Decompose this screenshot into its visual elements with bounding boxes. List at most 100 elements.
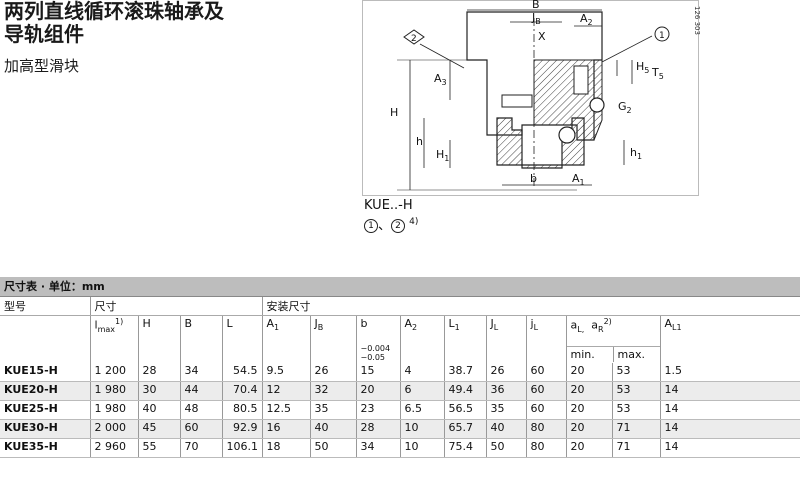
cell-L: 70.4 — [221, 381, 262, 401]
col-b-tolerance-upper: −0.004 — [360, 344, 391, 353]
cell-amax: 71 — [611, 438, 660, 458]
cell-AL1: 14 — [659, 438, 800, 458]
cell-A1: 16 — [261, 419, 310, 439]
cell-JL: 26 — [485, 363, 526, 382]
callout-1-leader — [601, 35, 653, 63]
group-dim-header: 尺寸 — [89, 296, 262, 316]
caption-callout-1: 1 — [364, 218, 378, 233]
ball-circle — [558, 126, 576, 144]
cell-H: 28 — [137, 363, 180, 382]
cell-A2: 6 — [399, 381, 444, 401]
cell-AL1: 14 — [659, 419, 800, 439]
cell-model: KUE35-H — [0, 438, 90, 458]
cell-JL: 35 — [485, 400, 526, 420]
label-T5: T5 — [651, 66, 664, 81]
col-aLaR-header: aL, aR2) min. max. — [565, 315, 660, 363]
dimension-table-wrap: 尺寸表 · 单位：mm 型号 尺寸 安装尺寸 lmax1) H B L A1 J… — [0, 277, 800, 458]
cell-B: 60 — [179, 419, 222, 439]
cell-L: 54.5 — [221, 363, 262, 382]
label-X: X — [538, 30, 546, 43]
label-G2: G2 — [618, 100, 632, 115]
cell-A2: 6.5 — [399, 400, 444, 420]
cell-amax: 53 — [611, 381, 660, 401]
cell-AL1: 14 — [659, 381, 800, 401]
cell-L: 92.9 — [221, 419, 262, 439]
cell-amax: 53 — [611, 363, 660, 382]
page-title: 两列直线循环滚珠轴承及 导轨组件 — [4, 0, 224, 46]
label-H5: H5 — [636, 60, 649, 75]
cell-H: 45 — [137, 419, 180, 439]
cell-b: 20 — [355, 381, 400, 401]
cell-amin: 20 — [565, 438, 612, 458]
ball-circle-2 — [589, 97, 605, 113]
col-AL1-header: AL1 — [659, 315, 800, 363]
caption-separator: 、 — [378, 218, 392, 234]
cell-lmax: 2 960 — [89, 438, 138, 458]
col-A2-header: A2 — [399, 315, 444, 363]
table-title-row: 尺寸表 · 单位：mm — [0, 277, 800, 297]
label-h1: h1 — [630, 146, 642, 161]
label-A1: A1 — [572, 172, 585, 187]
cell-jL: 60 — [525, 363, 566, 382]
cell-A2: 4 — [399, 363, 444, 382]
callout-1-number: 1 — [659, 31, 665, 41]
cell-JL: 40 — [485, 419, 526, 439]
col-model-header: 型号 — [0, 296, 90, 316]
drawing-caption: KUE..-H 1、2 4) — [364, 197, 418, 234]
cell-L1: 75.4 — [443, 438, 486, 458]
cell-jL: 80 — [525, 419, 566, 439]
cell-JB: 35 — [309, 400, 356, 420]
cell-b: 15 — [355, 363, 400, 382]
cell-B: 34 — [179, 363, 222, 382]
col-JB-header: JB — [309, 315, 356, 363]
cell-model: KUE15-H — [0, 363, 90, 382]
table-group-row: 型号 尺寸 安装尺寸 — [0, 296, 800, 316]
tapped-hole — [573, 65, 589, 95]
cross-section-drawing: B JB A2 X H5 T5 A3 H h H1 G2 h1 b A1 2 1… — [362, 0, 701, 196]
caption-callout-2: 2 — [391, 218, 406, 233]
dimension-table: 尺寸表 · 单位：mm 型号 尺寸 安装尺寸 lmax1) H B L A1 J… — [0, 277, 800, 458]
cell-amax: 53 — [611, 400, 660, 420]
cell-L: 106.1 — [221, 438, 262, 458]
title-line-1: 两列直线循环滚珠轴承及 — [4, 0, 224, 23]
page-subtitle: 加高型滑块 — [4, 57, 80, 75]
cell-model: KUE30-H — [0, 419, 90, 439]
cell-model: KUE25-H — [0, 400, 90, 420]
cell-L: 80.5 — [221, 400, 262, 420]
callout-2-leader — [419, 43, 465, 69]
col-L1-header: L1 — [443, 315, 486, 363]
cell-A1: 18 — [261, 438, 310, 458]
label-JB: JB — [531, 11, 541, 26]
cell-JB: 50 — [309, 438, 356, 458]
cell-jL: 60 — [525, 381, 566, 401]
label-A3: A3 — [434, 72, 447, 87]
label-B: B — [532, 0, 540, 11]
cell-amin: 20 — [565, 363, 612, 382]
col-jL-header: jL — [525, 315, 566, 363]
label-H1: H1 — [436, 148, 449, 163]
lube-nipple — [501, 94, 533, 108]
cell-A1: 9.5 — [261, 363, 310, 382]
cell-A1: 12 — [261, 381, 310, 401]
cell-H: 40 — [137, 400, 180, 420]
col-amax-header: max. — [612, 347, 660, 362]
cell-L1: 49.4 — [443, 381, 486, 401]
col-H-header: H — [137, 315, 180, 363]
caption-model: KUE..-H — [364, 198, 413, 213]
cell-H: 30 — [137, 381, 180, 401]
cell-amin: 20 — [565, 400, 612, 420]
col-b-tolerance-lower: −0.05 — [360, 353, 386, 362]
table-col-header-row: lmax1) H B L A1 JB b −0.004 −0.05 A2 L1 … — [0, 315, 800, 363]
callout-1-circle — [654, 26, 670, 42]
cell-L1: 38.7 — [443, 363, 486, 382]
title-line-2: 导轨组件 — [4, 22, 84, 46]
label-H: H — [390, 106, 398, 119]
cell-JB: 40 — [309, 419, 356, 439]
cell-JL: 50 — [485, 438, 526, 458]
cell-B: 44 — [179, 381, 222, 401]
